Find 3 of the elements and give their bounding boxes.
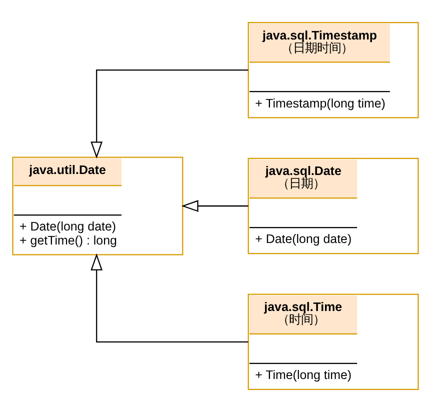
arrow: [90, 69, 248, 158]
arrow: [90, 252, 248, 342]
arrow: [181, 200, 248, 212]
